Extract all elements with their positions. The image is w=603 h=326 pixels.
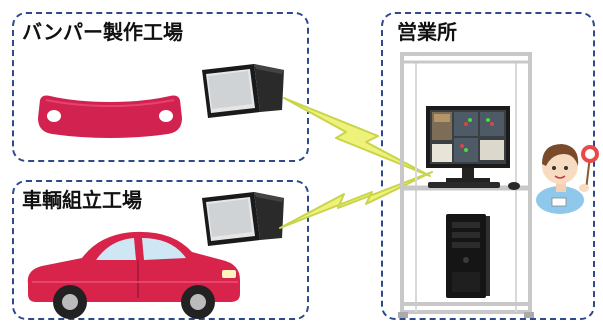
projector-screen-icon	[202, 64, 284, 118]
projector-screen-icon	[202, 192, 284, 246]
sales-office-panel	[381, 12, 595, 320]
car-icon	[27, 231, 241, 319]
monitor-icon	[426, 106, 510, 182]
lightning-bolt-icon	[283, 97, 431, 177]
bumper-factory-panel	[12, 12, 309, 162]
bumper-icon	[38, 95, 182, 138]
sales-office-title: 営業所	[397, 20, 457, 44]
keyboard-icon	[428, 182, 520, 190]
desktop-tower-icon	[446, 214, 490, 298]
server-rack-icon	[398, 52, 534, 318]
assembly-factory-title: 車輌組立工場	[22, 188, 142, 212]
lightning-bolt-icon	[279, 171, 433, 229]
bumper-factory-title: バンパー製作工場	[22, 20, 183, 44]
assembly-factory-panel	[12, 180, 309, 320]
person-with-sign-icon	[536, 144, 599, 214]
